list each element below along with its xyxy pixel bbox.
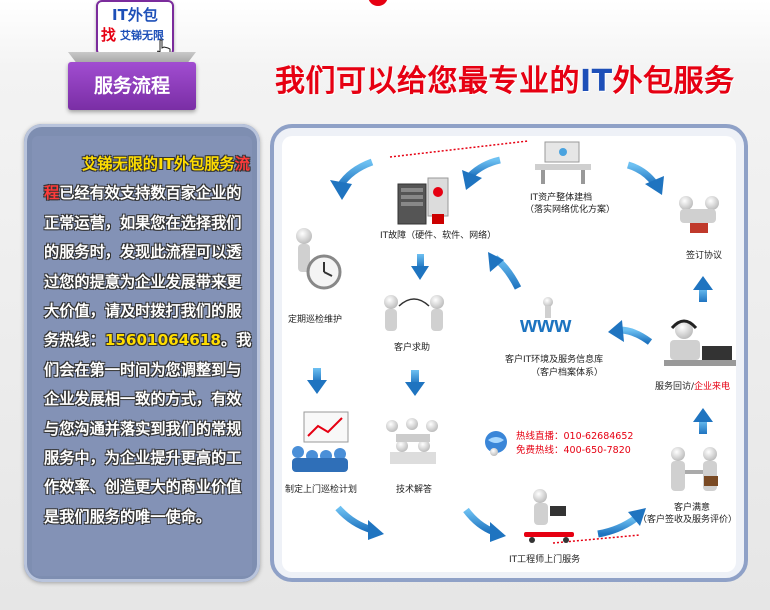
headline-part1: 我们可以给您最专业的: [275, 64, 580, 99]
arrow-down-patrol: [307, 368, 327, 394]
label-env-title: 客户IT环境及服务信息库: [505, 355, 604, 365]
hotline-block: 热线直播：010-62684652 免费热线：400-650-7820: [516, 430, 633, 458]
label-satisfy-title: 客户满意: [674, 503, 711, 513]
document-icon: [535, 141, 591, 184]
intro-highlight: 流程: [44, 155, 250, 203]
right-panel-inner: [282, 136, 736, 572]
arrow-down-fault: [411, 254, 429, 280]
hotline-2[interactable]: 免费热线：400-650-7820: [516, 445, 631, 456]
label-answer: 技术解答: [396, 485, 433, 495]
left-panel-inner: [32, 136, 252, 576]
arrow-bottom-right: [597, 508, 646, 538]
arrow-down-request: [405, 370, 425, 396]
phone-call-icon: [384, 295, 444, 331]
label-patrol: 定期巡检维护: [288, 315, 343, 325]
arrow-up-satisfy: [693, 408, 713, 434]
hotline-1[interactable]: 热线直播：010-62684652: [516, 431, 634, 442]
arrow-bottom-left: [335, 505, 384, 540]
call-center-icon: [664, 319, 736, 366]
label-engineer: IT工程师上门服务: [509, 555, 581, 565]
headline-part2: 外包服务: [612, 64, 735, 99]
skateboard-icon: [524, 489, 574, 543]
label-sign: 签订协议: [686, 251, 723, 261]
handshake-icon: [679, 196, 719, 233]
label-callback-main: 服务回访/: [655, 382, 695, 392]
label-plan: 制定上门巡检计划: [285, 485, 358, 495]
intro-body1: 已经有效支持数百家企业的正常运营，如果您在选择我们的服务时，发现此流程可以透过您…: [44, 184, 242, 350]
server-icon: [397, 177, 449, 225]
label-request: 客户求助: [394, 343, 431, 353]
headline-it: IT: [580, 64, 613, 99]
board-icon: [292, 411, 349, 472]
label-it-fault: IT故障（硬件、软件、网络）: [380, 231, 497, 241]
arrow-up-sign: [693, 276, 713, 302]
label-asset-title: IT资产整体建档: [530, 193, 593, 203]
arrow-up-right-env: [488, 252, 522, 290]
left-panel-text: 艾锑无限的IT外包服务流程已经有效支持数百家企业的正常运营，如果您在选择我们的服…: [44, 150, 256, 532]
logo-it-text: IT外包: [112, 6, 158, 24]
service-phone[interactable]: 15601064618: [104, 331, 221, 350]
label-callback: 服务回访/企业来电: [655, 379, 730, 392]
intro-title: 艾锑无限的IT外包服务: [82, 155, 235, 173]
label-env-sub: （客户档案体系）: [531, 368, 604, 378]
label-satisfy-sub: （客户签收及服务评价）: [638, 515, 738, 525]
globe-phone-icon: [485, 431, 507, 456]
dotted-connector-top: [389, 140, 529, 158]
logo[interactable]: IT外包 找 艾锑无限: [96, 0, 174, 60]
label-asset-sub: （落实网络优化方案）: [525, 205, 616, 215]
arrow-left-env: [608, 320, 653, 345]
arrow-top-center: [462, 156, 501, 190]
arrow-bottom-center: [463, 507, 506, 542]
business-deal-icon: [671, 447, 718, 491]
www-icon: www: [519, 297, 572, 337]
people-discussion-icon: [386, 418, 438, 464]
logo-brand-text: 艾锑无限: [120, 29, 164, 42]
logo-find-text: 找: [101, 26, 117, 44]
label-callback-red: 企业来电: [694, 382, 731, 392]
process-tab[interactable]: 服务流程: [68, 62, 196, 110]
page-headline: 我们可以给您最专业的IT外包服务: [275, 56, 735, 100]
top-red-dot: [368, 0, 388, 6]
svg-text:www: www: [519, 312, 572, 337]
intro-body2: 。我们会在第一时间为您调整到与企业发展相一致的方式，有效与您沟通并落实到我们的常…: [44, 331, 252, 526]
arrow-top-right: [626, 161, 664, 195]
dotted-connector-bottom: [552, 534, 641, 544]
stopwatch-icon: [296, 228, 342, 290]
arrow-top-left: [330, 158, 374, 200]
